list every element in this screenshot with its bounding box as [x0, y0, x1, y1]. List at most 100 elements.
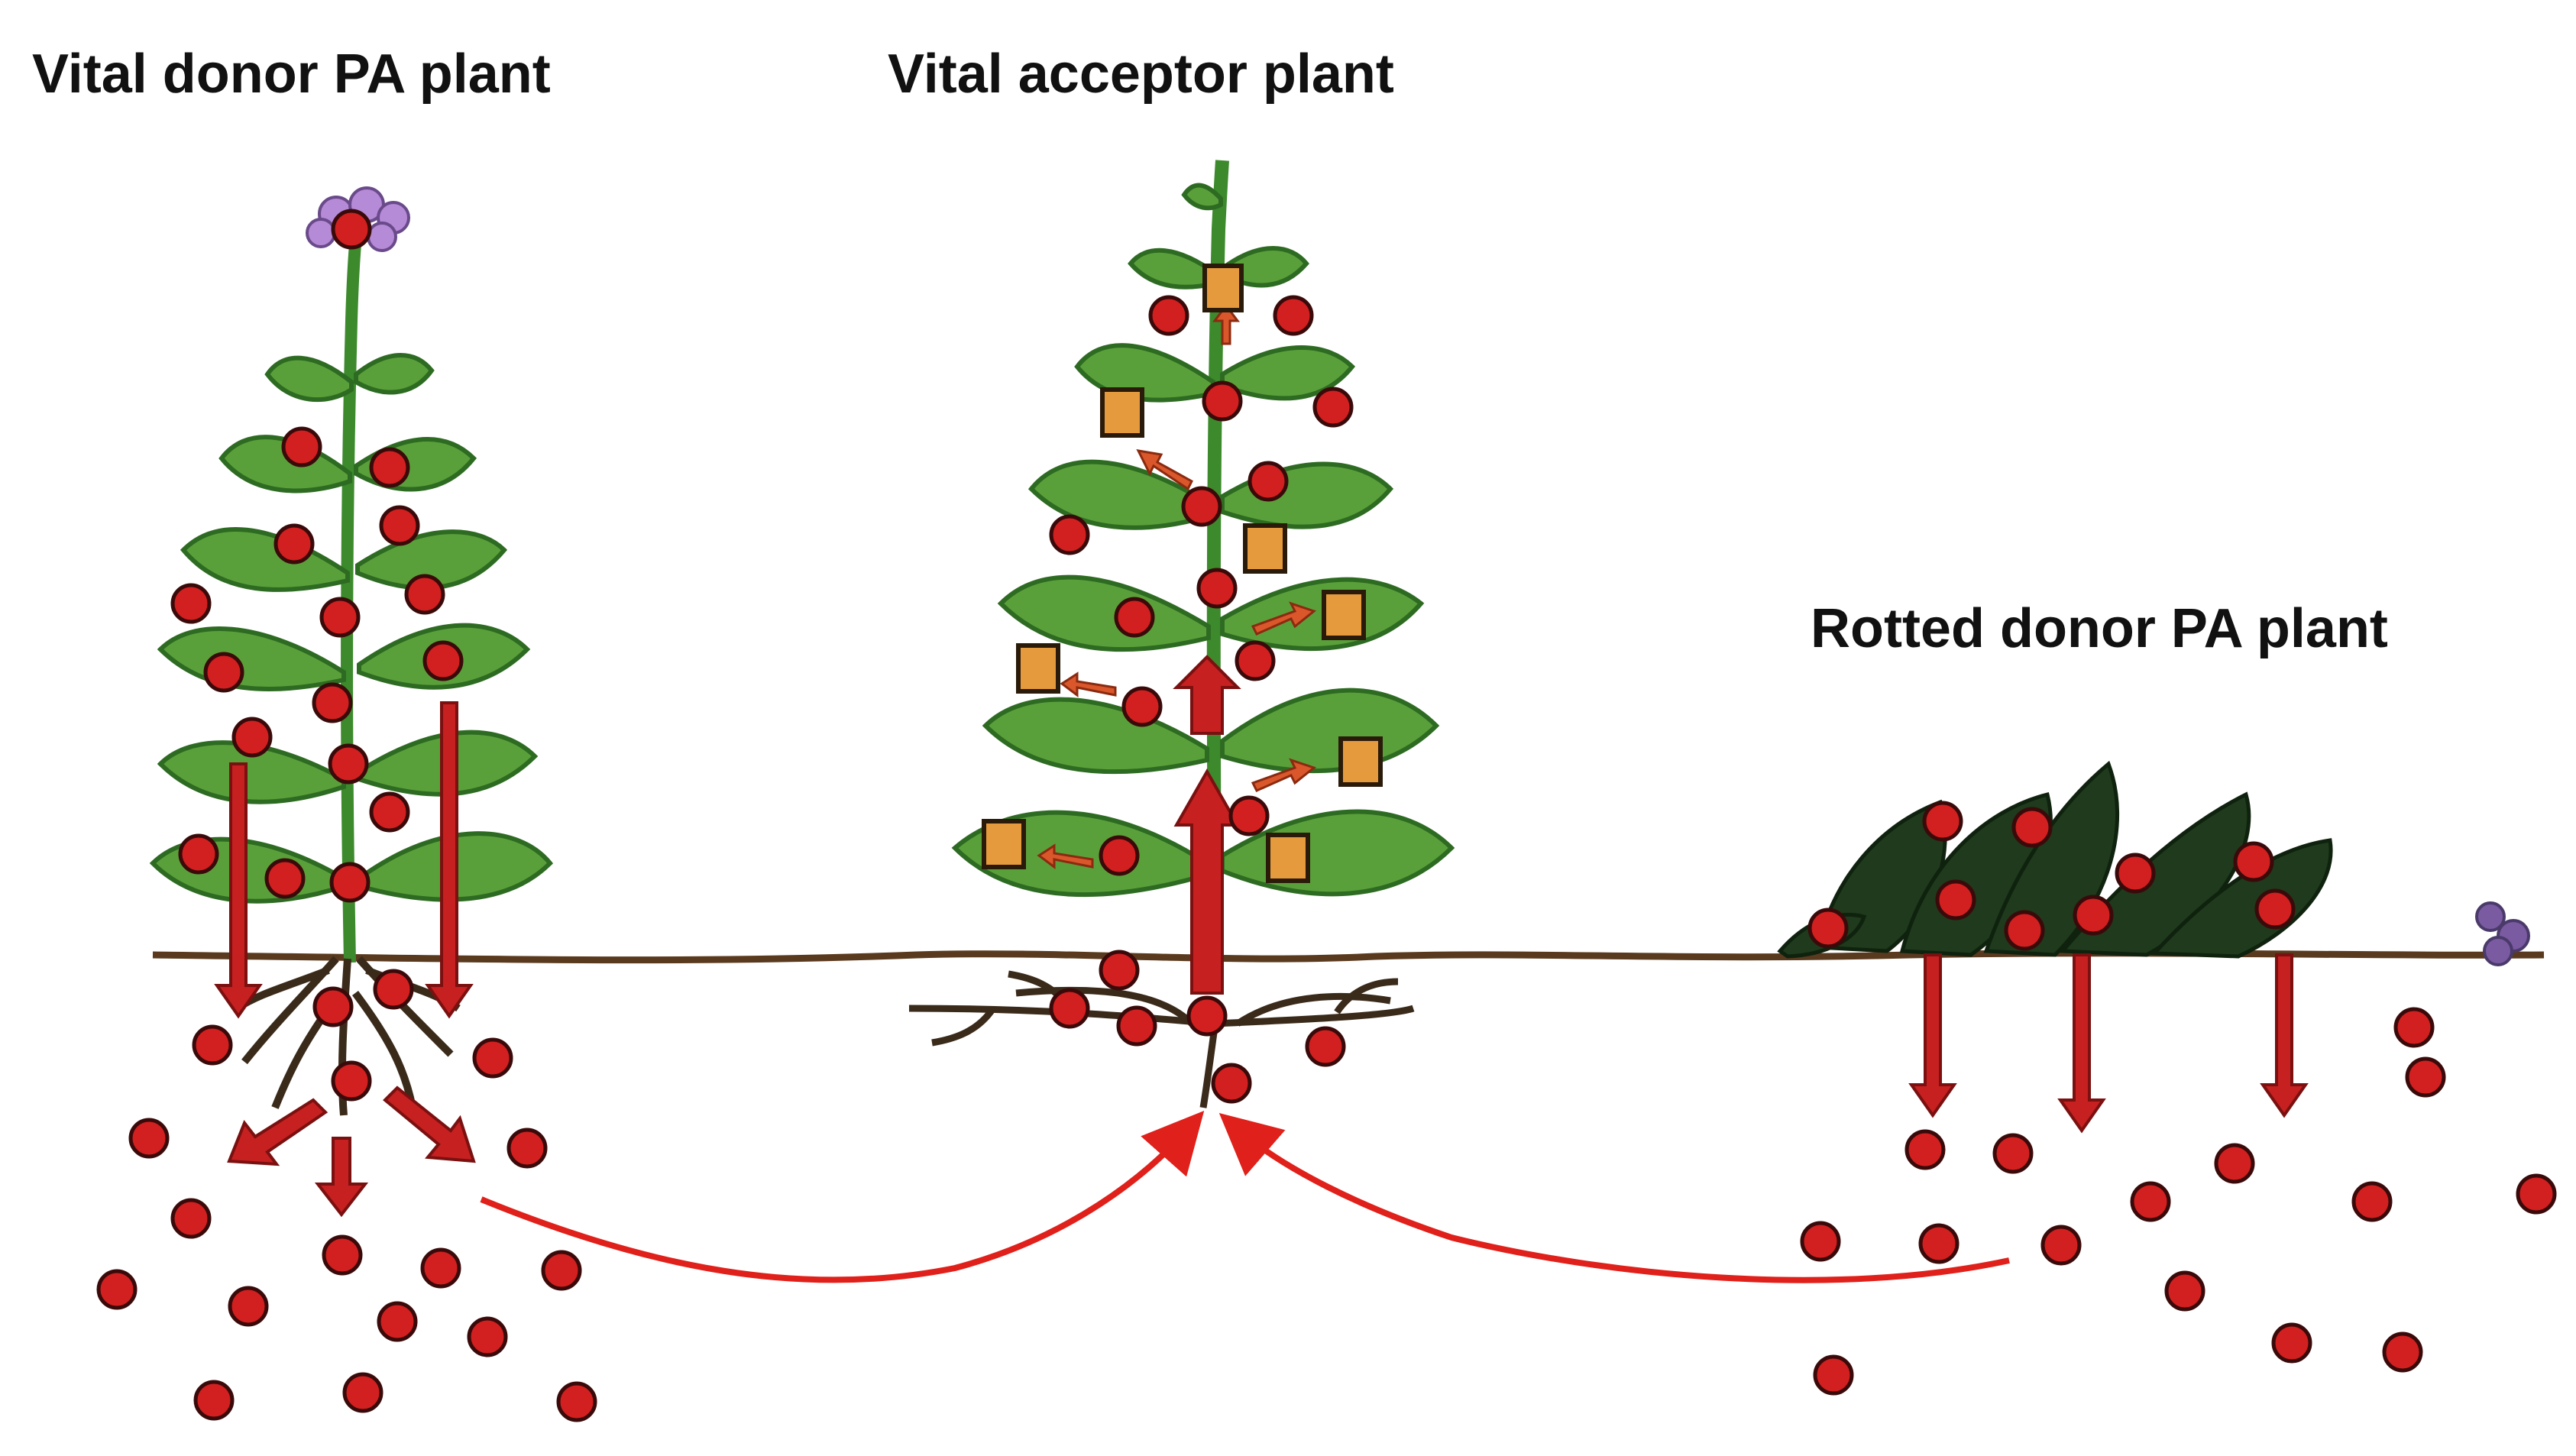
pa-dot [2382, 1331, 2423, 1373]
pa-dot [1116, 1005, 1157, 1047]
pa-dot [1312, 387, 1354, 428]
pa-dot [2516, 1173, 2557, 1215]
pa-dot [1273, 295, 1314, 336]
pa-dot [331, 1060, 372, 1102]
pa-dot [328, 743, 369, 785]
pa-dot [1935, 879, 1976, 921]
square-3 [1243, 523, 1287, 574]
pa-dot [2271, 1322, 2312, 1364]
pa-dot [128, 1118, 170, 1159]
donor-arrow-diag-left [227, 1098, 328, 1166]
square-1 [1202, 264, 1244, 312]
pa-dot [1211, 1063, 1252, 1104]
pa-dot [472, 1037, 513, 1079]
pa-dot [377, 1301, 418, 1342]
rotted-plant [1777, 760, 2530, 966]
pa-dot [2115, 853, 2156, 894]
flow-arrows [214, 655, 2309, 1218]
pa-dot [2214, 1143, 2255, 1184]
pa-dot [1800, 1221, 1841, 1262]
pa-dot [319, 597, 361, 638]
pa-dot [1099, 835, 1140, 876]
square-2 [1100, 387, 1144, 438]
metabolism-arrows [1037, 303, 1317, 869]
pa-dot [541, 1250, 582, 1291]
pa-dot [1049, 514, 1090, 555]
pa-dot [369, 791, 410, 833]
rotted-arrow-1 [1908, 953, 1957, 1118]
rotted-arrow-3 [2260, 953, 2309, 1118]
pa-dot [506, 1128, 548, 1169]
pa-dot [192, 1024, 233, 1066]
pa-dot [1049, 988, 1090, 1029]
pa-dot [379, 505, 420, 546]
pa-dot [369, 447, 410, 488]
pa-dot [193, 1380, 235, 1421]
square-5 [1016, 643, 1060, 694]
pa-dot [231, 717, 273, 758]
pa-dot [2164, 1270, 2205, 1312]
vital-donor-label: Vital donor PA plant [32, 44, 551, 105]
square-7 [1266, 833, 1310, 883]
pa-dot [2130, 1181, 2171, 1222]
pa-dot [1202, 380, 1243, 422]
rotted-arrow-2 [2057, 953, 2106, 1134]
square-4 [1322, 590, 1366, 640]
pa-dot [203, 652, 244, 693]
pa-dot [2254, 888, 2296, 930]
square-8 [982, 819, 1026, 869]
pa-dot [556, 1381, 597, 1422]
pa-dot [404, 574, 445, 615]
pa-dot [1228, 795, 1270, 836]
pa-dot [2011, 807, 2053, 848]
pa-dot [322, 1234, 363, 1276]
pa-dot [1922, 801, 1963, 842]
pa-dot [1807, 908, 1849, 949]
pa-dot [331, 209, 372, 250]
pa-dot [420, 1247, 461, 1289]
pa-dot [2004, 910, 2045, 951]
donor-arrow-down [314, 1137, 369, 1218]
rotted-donor-label: Rotted donor PA plant [1811, 598, 2388, 659]
donor-arrow-right [425, 701, 474, 1019]
pa-dot [422, 640, 464, 681]
rotted-flower [2475, 901, 2530, 966]
pa-dot [342, 1372, 383, 1413]
pa-dot [1181, 486, 1222, 527]
pa-dot [178, 833, 219, 875]
pa-dot [1196, 568, 1238, 609]
pa-dot [281, 426, 322, 468]
pa-dot [329, 862, 371, 903]
pa-dot [1918, 1223, 1960, 1264]
pa-dot [2405, 1056, 2446, 1098]
pa-dot [1148, 295, 1189, 336]
pa-dot [1248, 461, 1289, 502]
transfer-arrow-from-donor [480, 1111, 1205, 1283]
pa-dot [2040, 1225, 2082, 1266]
pa-dot [312, 682, 353, 723]
pa-dot [264, 858, 306, 899]
transfer-arrow-from-rotted [1218, 1113, 2010, 1283]
acceptor-arrow-up-upper [1173, 655, 1241, 735]
pa-dot [2351, 1181, 2393, 1222]
pa-dot [467, 1316, 508, 1357]
donor-arrow-diag-right [383, 1086, 476, 1163]
pa-dot [1099, 950, 1140, 991]
pa-dot [373, 969, 414, 1010]
pa-dots [96, 209, 2557, 1422]
square-6 [1338, 736, 1383, 787]
pa-dot [312, 986, 354, 1027]
vital-acceptor-label: Vital acceptor plant [888, 44, 1394, 105]
pa-dot [1813, 1354, 1854, 1396]
pa-dot [170, 1198, 212, 1239]
pa-dot [1121, 686, 1163, 727]
donor-plant [149, 186, 554, 1116]
donor-arrow-left [214, 762, 263, 1019]
pa-dot [228, 1286, 269, 1327]
pa-dot [1114, 597, 1155, 638]
donor-stem [341, 213, 364, 963]
pa-dot [2233, 841, 2274, 882]
pa-dot [1305, 1026, 1346, 1067]
pa-dot [273, 523, 315, 565]
